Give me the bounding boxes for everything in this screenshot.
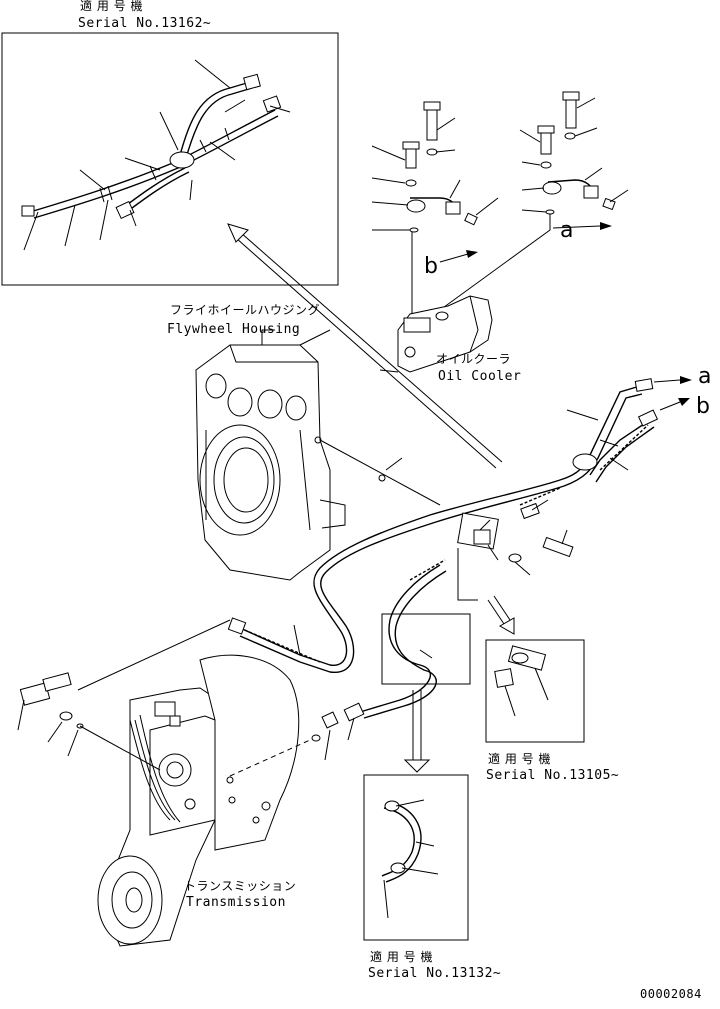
oilcooler-label: Oil Cooler	[438, 369, 522, 384]
detail-box-right	[485, 639, 585, 743]
detail-box-top	[1, 32, 339, 286]
serial-top-label: Serial No.13162~	[78, 16, 212, 31]
main-hose-routing	[227, 376, 692, 773]
flywheel-housing	[195, 329, 441, 581]
serial-top-jp-label: 適 用 号 機	[80, 0, 143, 13]
transmission-jp-label: トランスミッション	[184, 879, 297, 893]
callout-a-right: a	[698, 364, 712, 389]
serial-bot-jp-label: 適 用 号 機	[370, 950, 433, 964]
flywheel-label: Flywheel Housing	[167, 322, 301, 337]
callout-a-top: a	[560, 218, 574, 243]
callout-b-top: b	[424, 254, 438, 279]
flywheel-jp-label: フライホイールハウジング	[170, 303, 321, 317]
oil-cooler-group	[371, 91, 629, 373]
detail-pointer-arrow	[227, 223, 503, 469]
doc-number: 00002084	[640, 987, 702, 1001]
serial-mid-label: Serial No.13105~	[486, 768, 620, 783]
callout-b-right: b	[696, 394, 710, 419]
oilcooler-jp-label: オイルクーラ	[436, 352, 512, 366]
serial-bot-label: Serial No.13132~	[368, 966, 502, 981]
transmission	[17, 619, 321, 947]
serial-mid-jp-label: 適 用 号 機	[488, 752, 551, 766]
transmission-label: Transmission	[186, 895, 286, 910]
detail-box-bottom	[363, 774, 469, 941]
